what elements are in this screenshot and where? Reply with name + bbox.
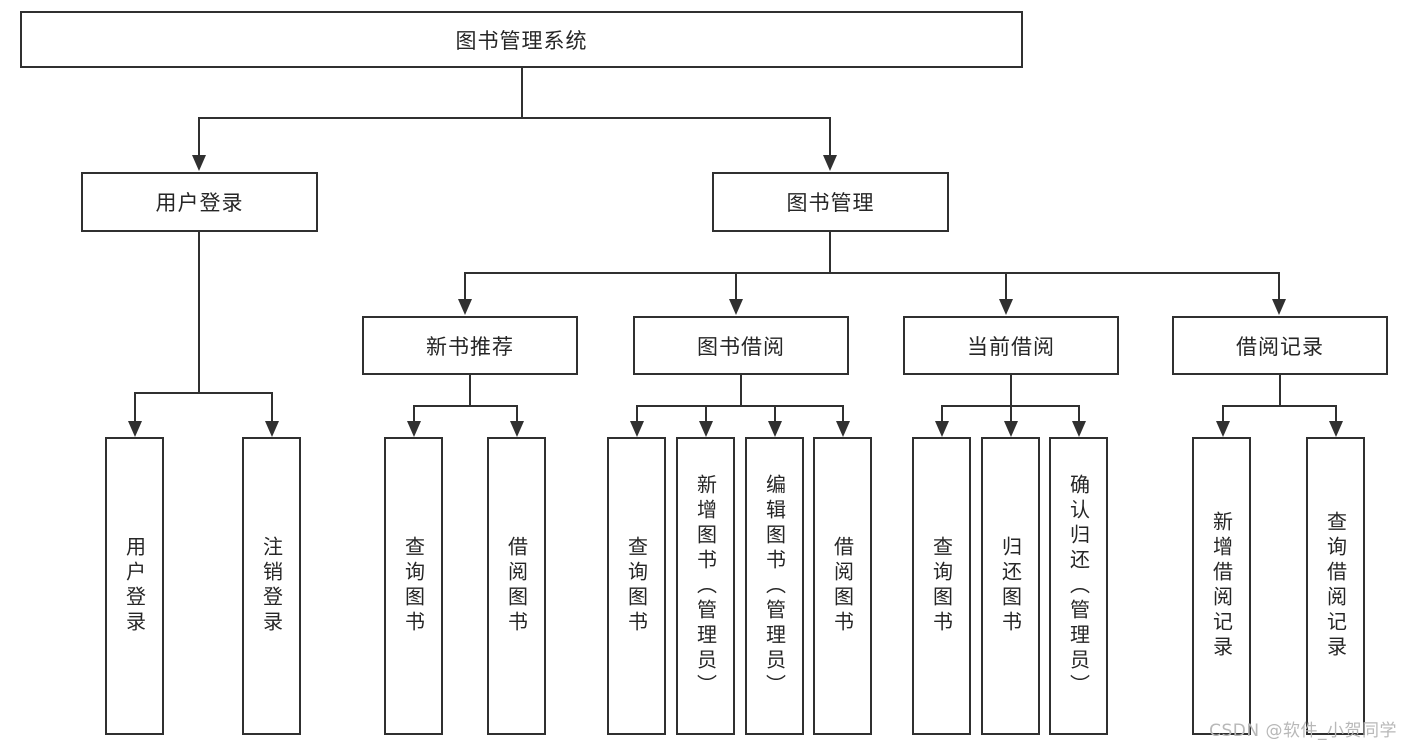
node-leaf-query-book-1-label: 查询图书 (401, 536, 426, 636)
edge-new-book-rec-to-leaf2 (516, 405, 518, 421)
edge-borrow-record-bus (1222, 405, 1337, 407)
edge-book-borrow-bus (636, 405, 844, 407)
edge-book-manage-bus (464, 272, 1280, 274)
node-leaf-logout[interactable]: 注销登录 (242, 437, 301, 735)
edge-user-login-stem (198, 232, 200, 393)
node-leaf-add-book[interactable]: 新增图书（管理员） (676, 437, 735, 735)
edge-root-to-user-login (198, 117, 200, 155)
node-leaf-logout-label: 注销登录 (259, 536, 284, 636)
node-borrow-record[interactable]: 借阅记录 (1172, 316, 1388, 375)
arrowhead-book-borrow (729, 299, 743, 315)
node-new-book-rec-label: 新书推荐 (426, 334, 514, 359)
arrowhead-leaf-query-book-1 (407, 421, 421, 437)
arrowhead-leaf-return-book (1004, 421, 1018, 437)
edge-book-borrow-to-leaf4 (842, 405, 844, 421)
arrowhead-leaf-edit-book (768, 421, 782, 437)
node-current-borrow[interactable]: 当前借阅 (903, 316, 1119, 375)
node-leaf-query-book-1[interactable]: 查询图书 (384, 437, 443, 735)
edge-user-login-to-leaf1 (134, 392, 136, 421)
edge-current-borrow-to-leaf3 (1078, 405, 1080, 421)
edge-book-manage-stem (829, 232, 831, 273)
arrowhead-book-manage (823, 155, 837, 171)
edge-book-borrow-to-leaf1 (636, 405, 638, 421)
edge-new-book-rec-bus (413, 405, 518, 407)
node-root[interactable]: 图书管理系统 (20, 11, 1023, 68)
edge-new-book-rec-stem (469, 375, 471, 406)
node-current-borrow-label: 当前借阅 (967, 334, 1055, 359)
arrowhead-leaf-user-login (128, 421, 142, 437)
node-book-borrow-label: 图书借阅 (697, 334, 785, 359)
node-borrow-record-label: 借阅记录 (1236, 334, 1324, 359)
edge-root-bus (198, 117, 831, 119)
node-leaf-add-record[interactable]: 新增借阅记录 (1192, 437, 1251, 735)
arrowhead-user-login (192, 155, 206, 171)
arrowhead-current-borrow (999, 299, 1013, 315)
arrowhead-leaf-query-book-3 (935, 421, 949, 437)
node-leaf-edit-book-label: 编辑图书（管理员） (762, 473, 787, 699)
edge-root-stem (521, 68, 523, 118)
edge-current-borrow-to-leaf1 (941, 405, 943, 421)
edge-borrow-record-stem (1279, 375, 1281, 406)
node-user-login[interactable]: 用户登录 (81, 172, 318, 232)
node-leaf-query-book-3[interactable]: 查询图书 (912, 437, 971, 735)
node-leaf-query-record[interactable]: 查询借阅记录 (1306, 437, 1365, 735)
node-leaf-borrow-book-2-label: 借阅图书 (830, 536, 855, 636)
arrowhead-leaf-borrow-book-1 (510, 421, 524, 437)
arrowhead-leaf-borrow-book-2 (836, 421, 850, 437)
node-leaf-return-book[interactable]: 归还图书 (981, 437, 1040, 735)
edge-current-borrow-to-leaf2 (1010, 405, 1012, 421)
node-leaf-return-book-label: 归还图书 (998, 536, 1023, 636)
node-leaf-user-login-label: 用户登录 (122, 536, 147, 636)
edge-user-login-to-leaf2 (271, 392, 273, 421)
node-leaf-add-book-label: 新增图书（管理员） (693, 473, 718, 699)
node-leaf-borrow-book-1[interactable]: 借阅图书 (487, 437, 546, 735)
edge-borrow-record-to-leaf1 (1222, 405, 1224, 421)
edge-root-to-book-manage (829, 117, 831, 155)
node-leaf-query-record-label: 查询借阅记录 (1323, 511, 1348, 661)
node-leaf-query-book-3-label: 查询图书 (929, 536, 954, 636)
node-leaf-query-book-2-label: 查询图书 (624, 536, 649, 636)
node-leaf-confirm-return-label: 确认归还（管理员） (1066, 473, 1091, 699)
edge-book-manage-to-new-book (464, 272, 466, 299)
arrowhead-leaf-confirm-return (1072, 421, 1086, 437)
arrowhead-leaf-add-book (699, 421, 713, 437)
node-book-manage-label: 图书管理 (786, 191, 875, 215)
edge-book-manage-to-book-borrow (735, 272, 737, 299)
node-leaf-query-book-2[interactable]: 查询图书 (607, 437, 666, 735)
node-user-login-label: 用户登录 (155, 191, 244, 215)
edge-book-manage-to-borrow-record (1278, 272, 1280, 299)
arrowhead-borrow-record (1272, 299, 1286, 315)
node-book-borrow[interactable]: 图书借阅 (633, 316, 849, 375)
edge-book-manage-to-current-borrow (1005, 272, 1007, 299)
arrowhead-leaf-add-record (1216, 421, 1230, 437)
node-leaf-borrow-book-1-label: 借阅图书 (504, 536, 529, 636)
edge-book-borrow-to-leaf3 (774, 405, 776, 421)
edge-book-borrow-to-leaf2 (705, 405, 707, 421)
arrowhead-leaf-query-book-2 (630, 421, 644, 437)
arrowhead-leaf-query-record (1329, 421, 1343, 437)
arrowhead-new-book-rec (458, 299, 472, 315)
node-leaf-confirm-return[interactable]: 确认归还（管理员） (1049, 437, 1108, 735)
node-leaf-user-login[interactable]: 用户登录 (105, 437, 164, 735)
edge-current-borrow-stem (1010, 375, 1012, 406)
arrowhead-leaf-logout (265, 421, 279, 437)
node-leaf-edit-book[interactable]: 编辑图书（管理员） (745, 437, 804, 735)
edge-book-borrow-stem (740, 375, 742, 406)
node-root-label: 图书管理系统 (455, 28, 588, 53)
node-leaf-add-record-label: 新增借阅记录 (1209, 511, 1234, 661)
node-leaf-borrow-book-2[interactable]: 借阅图书 (813, 437, 872, 735)
edge-user-login-bus (134, 392, 273, 394)
edge-new-book-rec-to-leaf1 (413, 405, 415, 421)
node-new-book-rec[interactable]: 新书推荐 (362, 316, 578, 375)
node-book-manage[interactable]: 图书管理 (712, 172, 949, 232)
edge-borrow-record-to-leaf2 (1335, 405, 1337, 421)
